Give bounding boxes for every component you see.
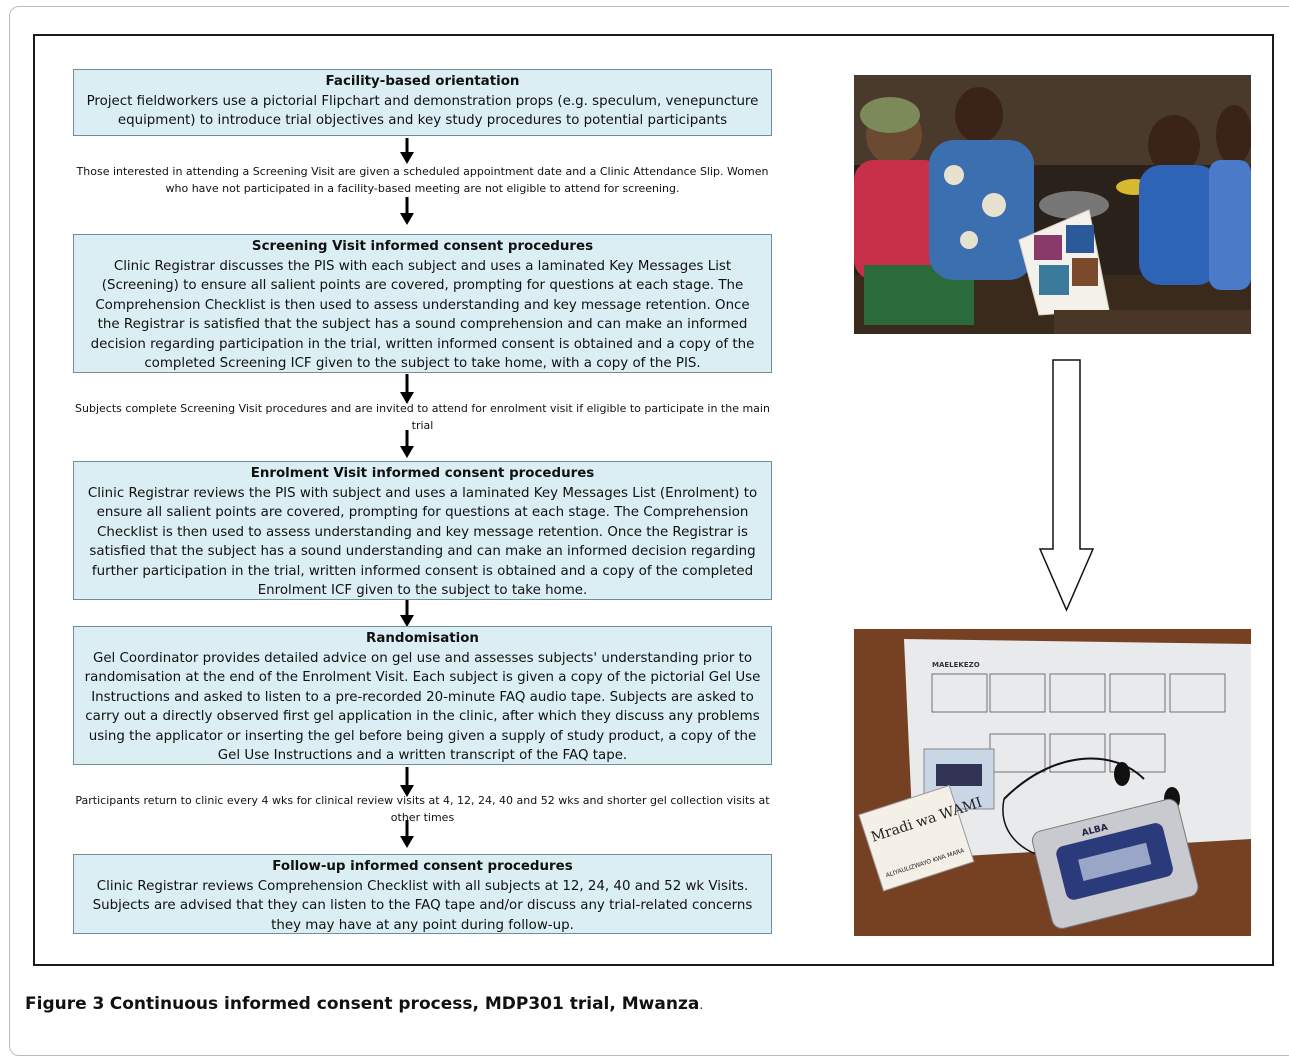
- box-title: Enrolment Visit informed consent procedu…: [250, 466, 595, 481]
- caption-label: Figure 3: [25, 994, 105, 1014]
- flow-note-clinic-visits: Participants return to clinic every 4 wk…: [75, 794, 770, 824]
- sheet-title: MAELEKEZO: [932, 661, 980, 669]
- flow-box-screening-consent: Screening Visit informed consent procedu…: [73, 234, 772, 373]
- box-text: Clinic Registrar discusses the PIS with …: [90, 258, 755, 372]
- caption-dot: .: [699, 998, 704, 1012]
- arrow-down-icon: [400, 197, 414, 225]
- arrow-down-icon: [400, 767, 414, 797]
- box-title: Facility-based orientation: [325, 74, 520, 89]
- audio-tape-materials-photo: MAELEKEZO Mradi wa WAMI ALIYAULIZWAYO KW…: [854, 629, 1251, 936]
- flow-note-enrolment-invite: Subjects complete Screening Visit proced…: [75, 402, 770, 432]
- caption-text: Continuous informed consent process, MDP…: [109, 994, 700, 1014]
- flipchart-session-photo: [854, 75, 1251, 334]
- flow-box-enrolment-consent: Enrolment Visit informed consent procedu…: [73, 461, 772, 600]
- flow-box-follow-up-consent: Follow-up informed consent procedures Cl…: [73, 854, 772, 934]
- box-text: Clinic Registrar reviews the PIS with su…: [87, 485, 758, 599]
- hollow-arrow-down-icon: [1039, 359, 1095, 612]
- box-title: Follow-up informed consent procedures: [272, 859, 573, 874]
- arrow-down-icon: [400, 820, 414, 848]
- arrow-down-icon: [400, 138, 414, 164]
- arrow-down-icon: [400, 430, 414, 458]
- box-text: Gel Coordinator provides detailed advice…: [84, 650, 761, 764]
- box-title: Randomisation: [366, 631, 479, 646]
- box-title: Screening Visit informed consent procedu…: [251, 239, 594, 254]
- flow-box-randomisation: Randomisation Gel Coordinator provides d…: [73, 626, 772, 765]
- box-text: Clinic Registrar reviews Comprehension C…: [92, 878, 753, 933]
- box-text: Project fieldworkers use a pictorial Fli…: [86, 93, 759, 129]
- figure-caption: Figure 3 Continuous informed consent pro…: [25, 994, 703, 1014]
- arrow-down-icon: [400, 374, 414, 404]
- arrow-down-icon: [400, 600, 414, 627]
- flow-note-screening-invite: Those interested in attending a Screenin…: [76, 165, 769, 195]
- flow-box-facility-orientation: Facility-based orientation Project field…: [73, 69, 772, 136]
